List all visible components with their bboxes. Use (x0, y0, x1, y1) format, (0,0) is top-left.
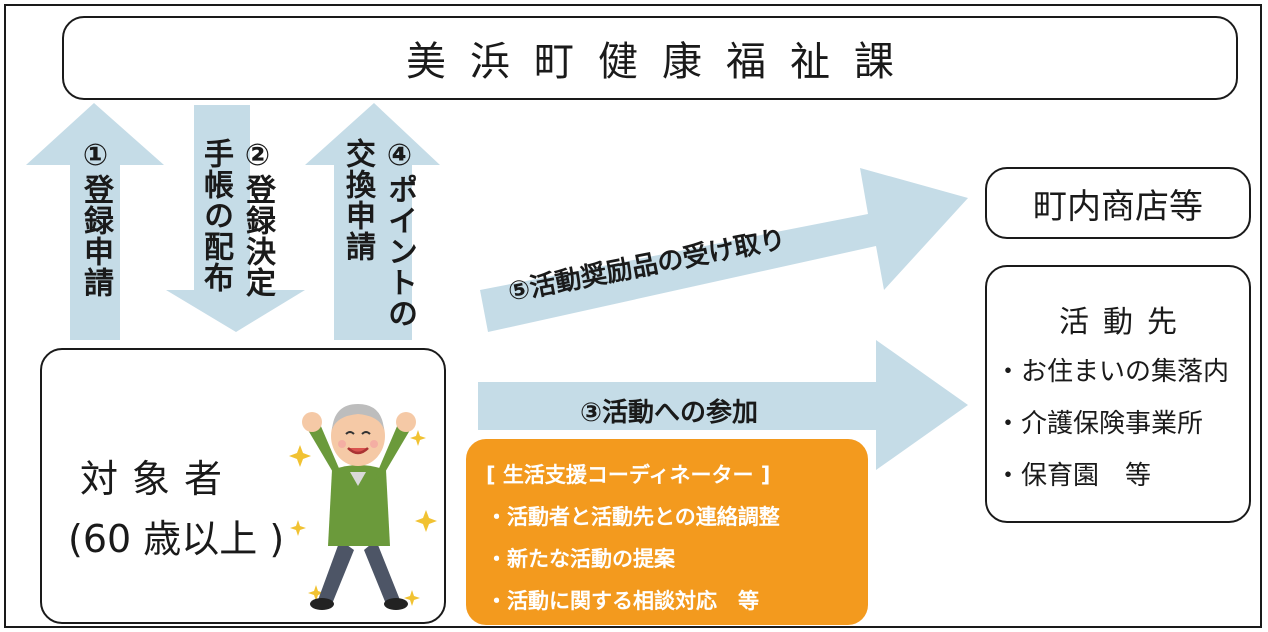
step4-line2: 交換申請 (340, 138, 375, 262)
coordinator-item: ・活動者と活動先との連絡調整 (486, 505, 780, 529)
coordinator-box: [ 生活支援コーディネーター ] ・活動者と活動先との連絡調整 ・新たな活動の提… (466, 439, 868, 625)
shop-label: 町内商店等 (1033, 186, 1203, 227)
health-welfare-dept-box: 美浜町健康福祉課 (62, 16, 1238, 100)
coordinator-item: ・新たな活動の提案 (486, 547, 675, 571)
destination-item: ・介護保険事業所 (995, 409, 1204, 439)
arrow-participation (478, 340, 968, 470)
arrow-up-point-exchange (305, 103, 440, 340)
destination-item: ・保育園 等 (995, 461, 1152, 491)
activity-destinations-box: 活動先 ・お住まいの集落内 ・介護保険事業所 ・保育園 等 (985, 265, 1251, 523)
step1-label: ①登録申請 (74, 138, 116, 298)
local-shops-box: 町内商店等 (985, 167, 1251, 239)
step4-label: ④ポイントの交換申請 (336, 138, 420, 329)
target-people-box: 対象者 (60 歳以上 ) (40, 348, 446, 624)
elderly-man-cheering-icon (289, 404, 437, 610)
arrow-down-notebook (166, 105, 305, 332)
step2-line1: 登録決定 (240, 174, 275, 298)
step2-line2: 手帳の配布 (198, 138, 233, 293)
arrow-up-registration (26, 103, 164, 340)
header-title: 美浜町健康福祉課 (406, 39, 918, 85)
target-title: 対象者 (80, 457, 237, 501)
step2-number: ② (240, 138, 275, 174)
step3-label: ③活動への参加 (580, 398, 759, 428)
destination-item: ・お住まいの集落内 (995, 357, 1230, 387)
step4-number: ④ (382, 138, 417, 174)
step1-text: 登録申請 (78, 174, 113, 298)
target-age: (60 歳以上 ) (68, 517, 285, 561)
step4-line1: ポイントの (382, 174, 417, 329)
coordinator-item: ・活動に関する相談対応 等 (486, 589, 759, 613)
step2-label: ②登録決定手帳の配布 (194, 138, 278, 298)
step1-number: ① (78, 138, 113, 174)
arrow-reward (480, 168, 968, 332)
coordinator-title: [ 生活支援コーディネーター ] (486, 463, 771, 487)
destinations-title: 活動先 (1059, 305, 1191, 340)
